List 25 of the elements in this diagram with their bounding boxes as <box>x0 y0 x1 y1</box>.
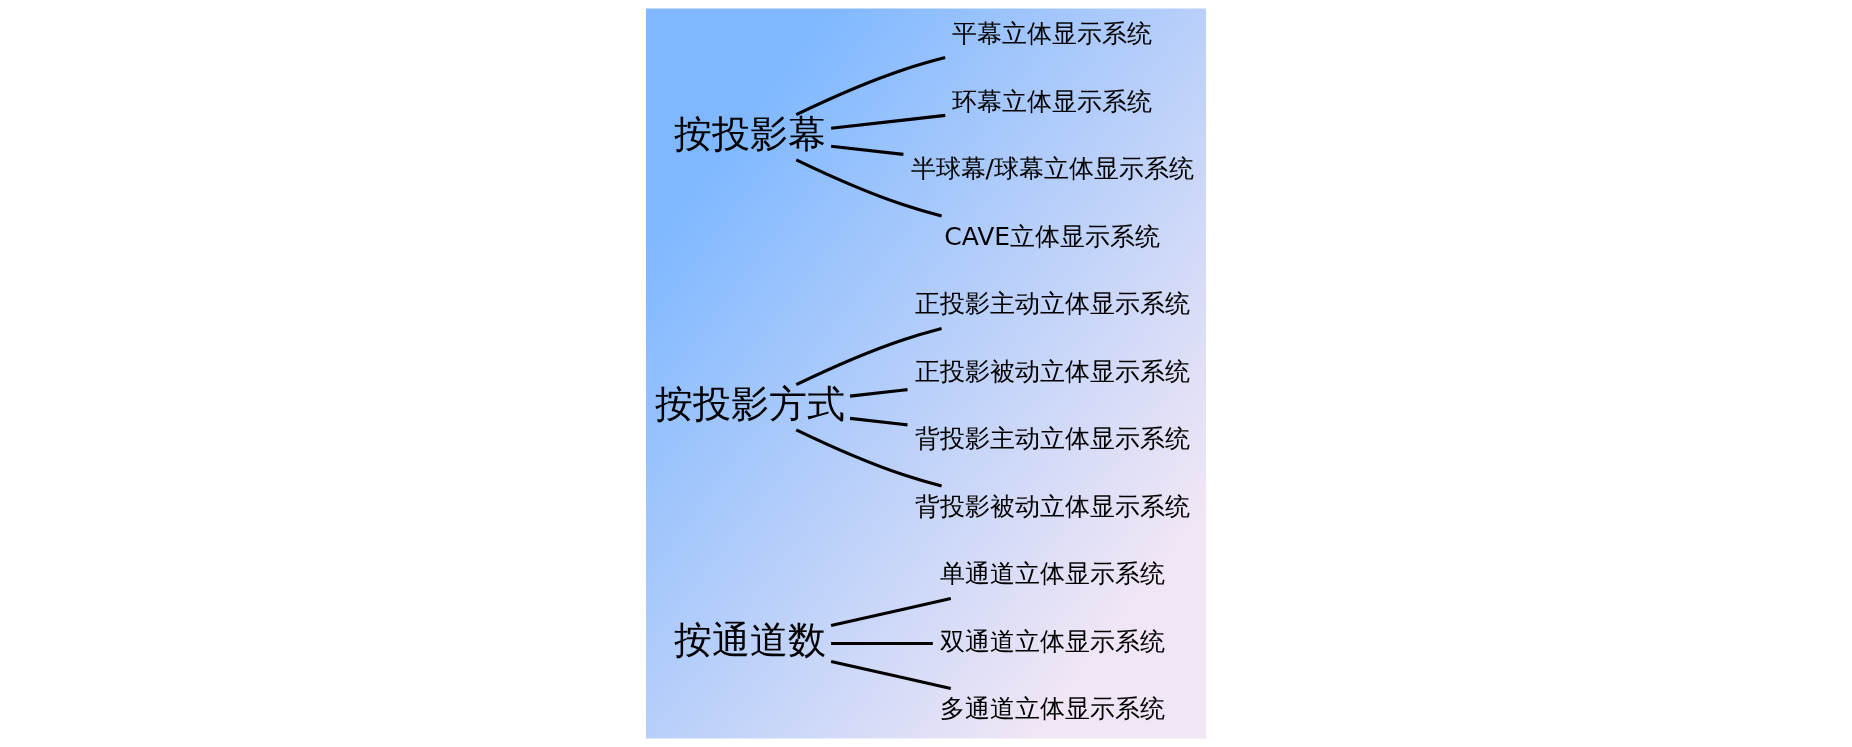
node-text: 按投影方式 <box>655 381 846 426</box>
connector <box>830 144 904 156</box>
node-text: 按投影幕 <box>674 111 827 156</box>
connector <box>830 659 952 690</box>
connector <box>830 113 946 130</box>
node-text: 单通道立体显示系统 <box>939 559 1165 589</box>
node-text: 环幕立体显示系统 <box>952 86 1153 116</box>
connector <box>795 56 946 117</box>
connector <box>849 416 908 427</box>
connector <box>830 597 952 628</box>
node-text: 正投影主动立体显示系统 <box>914 289 1190 319</box>
node-text: 背投影被动立体显示系统 <box>914 491 1190 521</box>
node-text: 双通道立体显示系统 <box>939 626 1165 656</box>
connector <box>795 158 942 218</box>
node-text: 背投影主动立体显示系统 <box>914 424 1190 454</box>
connector <box>831 641 933 646</box>
node-text: CAVE立体显示系统 <box>944 221 1161 251</box>
node-text: 半球幕/球幕立体显示系统 <box>910 154 1194 184</box>
node-text: 多通道立体显示系统 <box>939 694 1165 724</box>
node-text: 按通道数 <box>674 617 827 662</box>
connector <box>795 327 942 387</box>
connector <box>795 428 942 488</box>
node-text: 平幕立体显示系统 <box>952 19 1153 49</box>
connector <box>849 388 908 398</box>
node-text: 正投影被动立体显示系统 <box>914 356 1190 386</box>
